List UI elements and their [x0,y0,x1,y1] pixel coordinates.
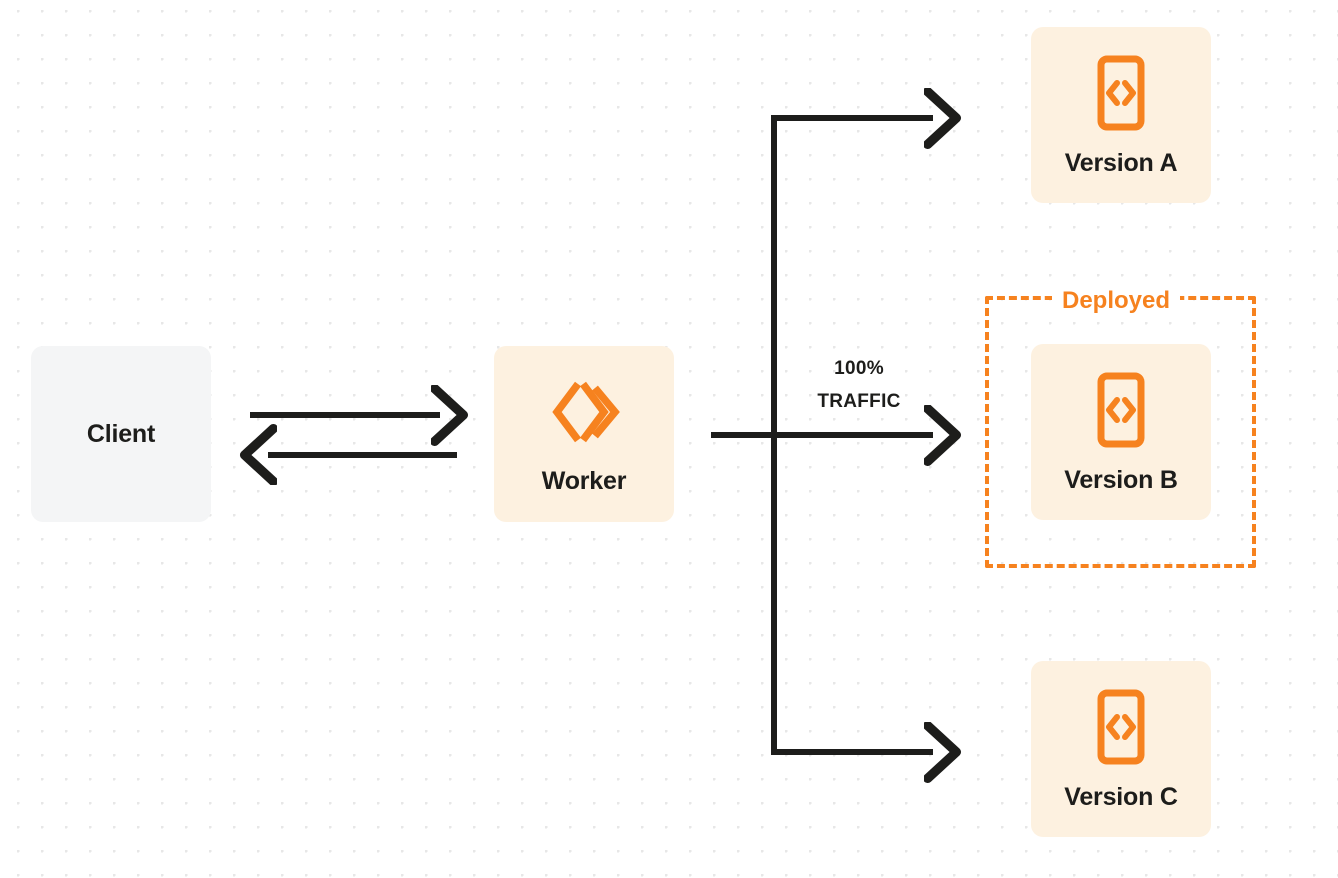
node-version-c[interactable]: Version C [1031,661,1211,837]
node-client[interactable]: Client [31,346,211,522]
traffic-percent: 100% [834,358,884,379]
node-version-b-label: Version B [1064,465,1178,494]
traffic-unit: TRAFFIC [817,391,901,413]
code-file-icon [1090,372,1152,448]
cloudflare-workers-logo-icon [547,375,621,449]
node-worker-label: Worker [541,466,627,495]
node-worker[interactable]: Worker [494,346,674,522]
code-file-icon [1090,55,1152,131]
code-file-icon [1090,689,1152,765]
node-client-label: Client [86,419,156,448]
node-version-c-label: Version C [1064,782,1178,811]
group-deployed-label: Deployed [1052,287,1181,315]
traffic-label: 100% TRAFFIC [794,352,924,419]
node-version-b[interactable]: Version B [1031,344,1211,520]
node-version-a[interactable]: Version A [1031,27,1211,203]
node-version-a-label: Version A [1064,148,1178,177]
